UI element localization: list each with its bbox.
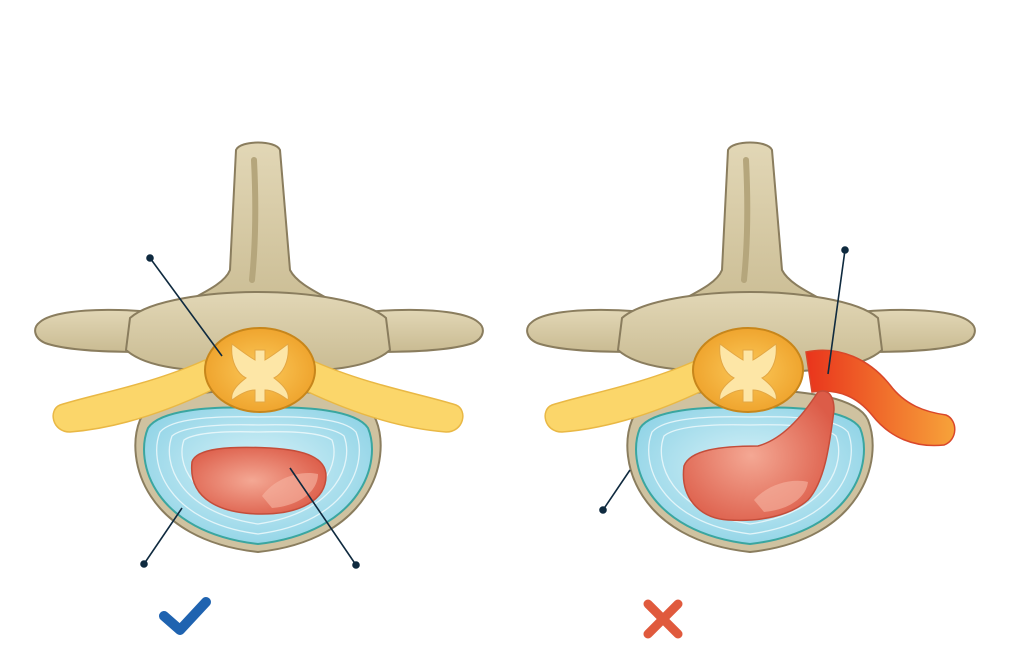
- leader-dot-spinal-cord: [146, 254, 154, 262]
- healthy-vertebra-panel: [34, 141, 484, 635]
- leader-line-annulus: [143, 507, 183, 565]
- leader-dot-nucleus: [352, 561, 360, 569]
- leader-dot-annulus: [599, 506, 607, 514]
- leader-line-spinal-cord: [149, 257, 223, 357]
- nerve-root-left: [544, 358, 705, 433]
- nerve-root-right: [303, 358, 464, 433]
- compressed-nerve-root: [805, 349, 956, 447]
- leader-line-nerve-compression: [827, 249, 846, 375]
- leader-dot-nerve-compression: [841, 246, 849, 254]
- leader-dot-annulus: [140, 560, 148, 568]
- grey-matter: [719, 343, 777, 403]
- leader-line-nucleus: [289, 467, 357, 566]
- cross-icon: [643, 599, 683, 639]
- checkmark-icon: [159, 597, 211, 635]
- grey-matter: [231, 343, 289, 403]
- herniated-vertebra-panel: [526, 141, 976, 639]
- leader-line-annulus: [602, 469, 631, 511]
- nerve-root-left: [52, 358, 213, 433]
